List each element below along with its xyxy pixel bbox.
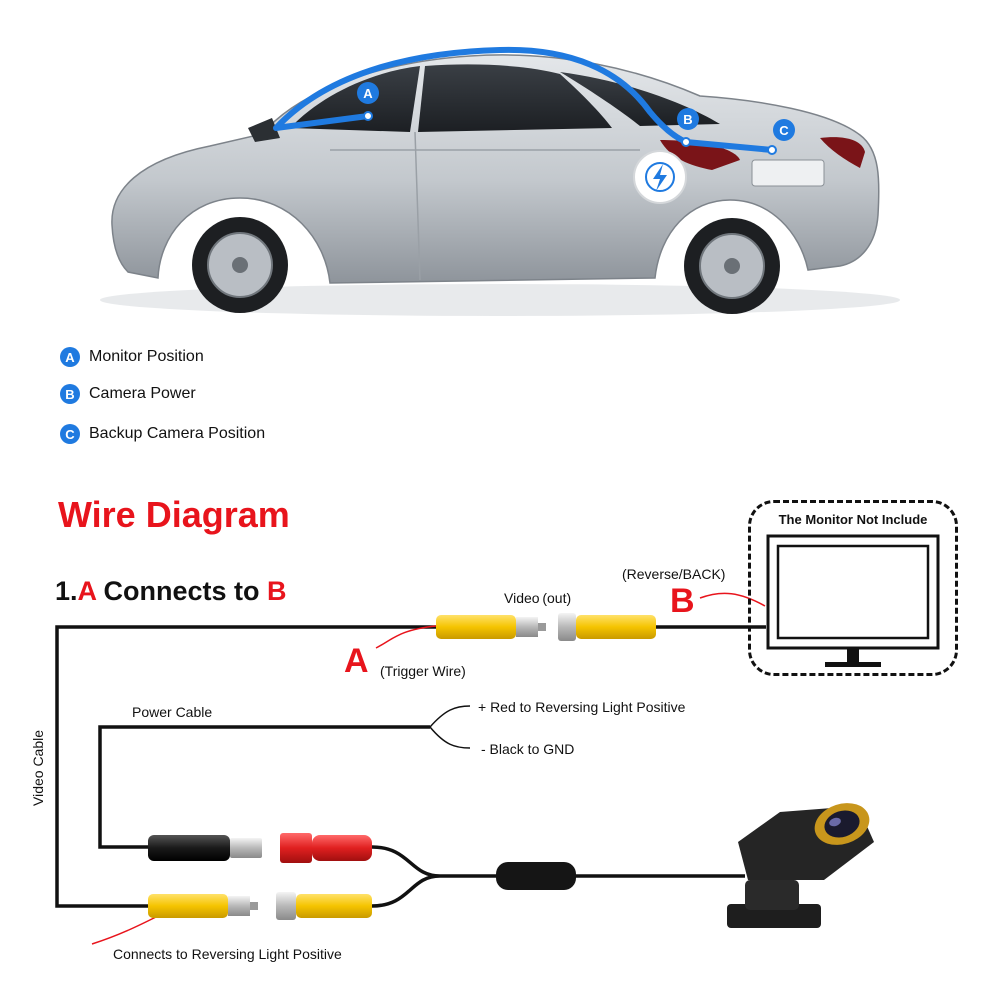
license-plate [751, 159, 825, 187]
car-marker-b-label: B [683, 112, 692, 127]
car-marker-b: B [677, 108, 699, 130]
power-cable-label: Power Cable [132, 704, 213, 720]
reversing-light-label: Connects to Reversing Light Positive [113, 946, 342, 962]
video-out-label: Video (out) [504, 590, 572, 606]
pointer-b [699, 592, 766, 607]
video-cable-label: Video Cable [30, 729, 46, 806]
power-cable-wire [98, 725, 430, 849]
pointer-reversing [91, 914, 161, 945]
pointer-a [375, 625, 437, 649]
rca-video-out-jack [558, 613, 656, 641]
diagram-title: Wire Diagram [58, 494, 290, 535]
video-cable [55, 625, 436, 908]
car-taillight-right [820, 137, 865, 168]
marker-c-dot [767, 145, 777, 155]
letter-a: A [344, 642, 369, 680]
monitor-box: The Monitor Not Include [748, 500, 958, 676]
car-marker-a-label: A [363, 86, 373, 101]
car-marker-a: A [357, 82, 379, 104]
letter-b: B [670, 582, 695, 620]
red-wire-label: + Red to Reversing Light Positive [478, 699, 686, 715]
front-wheel [192, 217, 288, 313]
rear-camera-icon [727, 803, 874, 928]
legend-label-power: Camera Power [89, 385, 196, 402]
step-heading: 1.A Connects to B [55, 576, 287, 607]
car-side-window [290, 66, 420, 132]
trigger-wire-label: (Trigger Wire) [380, 663, 466, 679]
reverse-back-label: (Reverse/BACK) [622, 566, 726, 582]
monitor-note: The Monitor Not Include [778, 512, 928, 527]
legend-item-monitor: A Monitor Position [60, 347, 204, 367]
car-marker-c: C [773, 119, 795, 141]
car-mirror [248, 118, 280, 142]
red-wire [429, 705, 471, 728]
rear-wheel [684, 218, 780, 314]
junction-wire [371, 845, 500, 908]
legend-item-camera: C Backup Camera Position [60, 424, 265, 444]
rca-video-plug [148, 894, 258, 918]
step-number: 1. [55, 576, 78, 606]
step-to: B [267, 576, 287, 606]
car-illustration: A B C [100, 46, 900, 316]
step-from: A [77, 576, 97, 606]
legend-badge-b: B [60, 384, 80, 404]
rca-trigger-plug [436, 615, 546, 639]
car-marker-c-label: C [779, 123, 789, 138]
legend-badge-a: A [60, 347, 80, 367]
car-side-window-2 [418, 64, 612, 132]
rca-video-jack [276, 892, 372, 920]
legend-label-camera: Backup Camera Position [89, 425, 266, 442]
legend-badge-c: C [60, 424, 80, 444]
dc-power-jack [280, 833, 372, 863]
marker-a-dot [363, 111, 373, 121]
legend-item-power: B Camera Power [60, 384, 196, 404]
dc-power-plug [148, 835, 262, 861]
power-bolt-icon [633, 150, 687, 204]
monitor-icon [766, 534, 940, 667]
wiring-drawing [55, 592, 874, 945]
car-door-seam [414, 131, 421, 281]
cable-route [273, 46, 775, 153]
inline-filter [496, 862, 576, 890]
black-wire [429, 726, 471, 749]
black-wire-label: - Black to GND [481, 741, 575, 757]
legend-label-monitor: Monitor Position [89, 348, 204, 365]
step-connects: Connects to [96, 576, 268, 606]
marker-b-dot [681, 137, 691, 147]
